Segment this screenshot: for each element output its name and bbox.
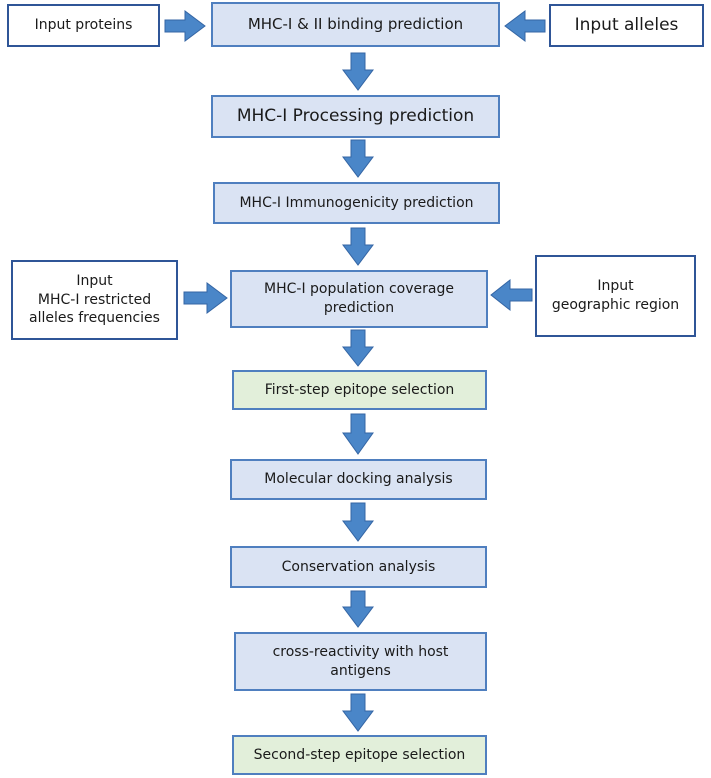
second-selection-label: Second-step epitope selection — [253, 746, 466, 763]
input-frequencies-box: Input MHC-I restricted alleles frequenci… — [11, 260, 178, 340]
arrow-down-icon — [342, 227, 374, 266]
processing-prediction-step: MHC-I Processing prediction — [211, 95, 500, 138]
first-selection-label: First-step epitope selection — [264, 381, 455, 398]
first-selection-step: First-step epitope selection — [232, 370, 487, 410]
arrow-down-icon — [341, 329, 375, 367]
arrow-right-icon — [183, 282, 228, 314]
arrow-down-icon — [342, 139, 374, 178]
docking-analysis-label: Molecular docking analysis — [264, 471, 453, 488]
immunogenicity-prediction-label: MHC-I Immunogenicity prediction — [239, 194, 474, 211]
population-coverage-step: MHC-I population coverage prediction — [230, 270, 488, 328]
docking-analysis-step: Molecular docking analysis — [230, 459, 487, 500]
conservation-analysis-label: Conservation analysis — [281, 558, 436, 575]
input-region-box: Input geographic region — [535, 255, 696, 337]
binding-prediction-step: MHC-I & II binding prediction — [211, 2, 500, 47]
processing-prediction-label: MHC-I Processing prediction — [236, 106, 475, 127]
arrow-down-icon — [342, 502, 374, 542]
arrow-down-icon — [342, 52, 374, 91]
input-proteins-box: Input proteins — [7, 4, 160, 47]
input-region-label: Input geographic region — [551, 278, 680, 313]
immunogenicity-prediction-step: MHC-I Immunogenicity prediction — [213, 182, 500, 224]
arrow-down-icon — [342, 590, 374, 628]
input-alleles-label: Input alleles — [574, 15, 679, 36]
arrow-down-icon — [342, 693, 374, 732]
conservation-analysis-step: Conservation analysis — [230, 546, 487, 588]
population-coverage-label: MHC-I population coverage prediction — [264, 281, 454, 316]
input-proteins-label: Input proteins — [34, 17, 133, 34]
arrow-right-icon — [164, 10, 206, 42]
arrow-left-icon — [504, 10, 546, 42]
cross-reactivity-step: cross-reactivity with host antigens — [234, 632, 487, 691]
second-selection-step: Second-step epitope selection — [232, 735, 487, 775]
cross-reactivity-label: cross-reactivity with host antigens — [272, 643, 449, 679]
arrow-left-icon — [490, 278, 533, 312]
input-frequencies-label: Input MHC-I restricted alleles frequenci… — [29, 272, 160, 327]
arrow-down-icon — [342, 413, 374, 455]
binding-prediction-label: MHC-I & II binding prediction — [247, 15, 464, 34]
input-alleles-box: Input alleles — [549, 4, 704, 47]
